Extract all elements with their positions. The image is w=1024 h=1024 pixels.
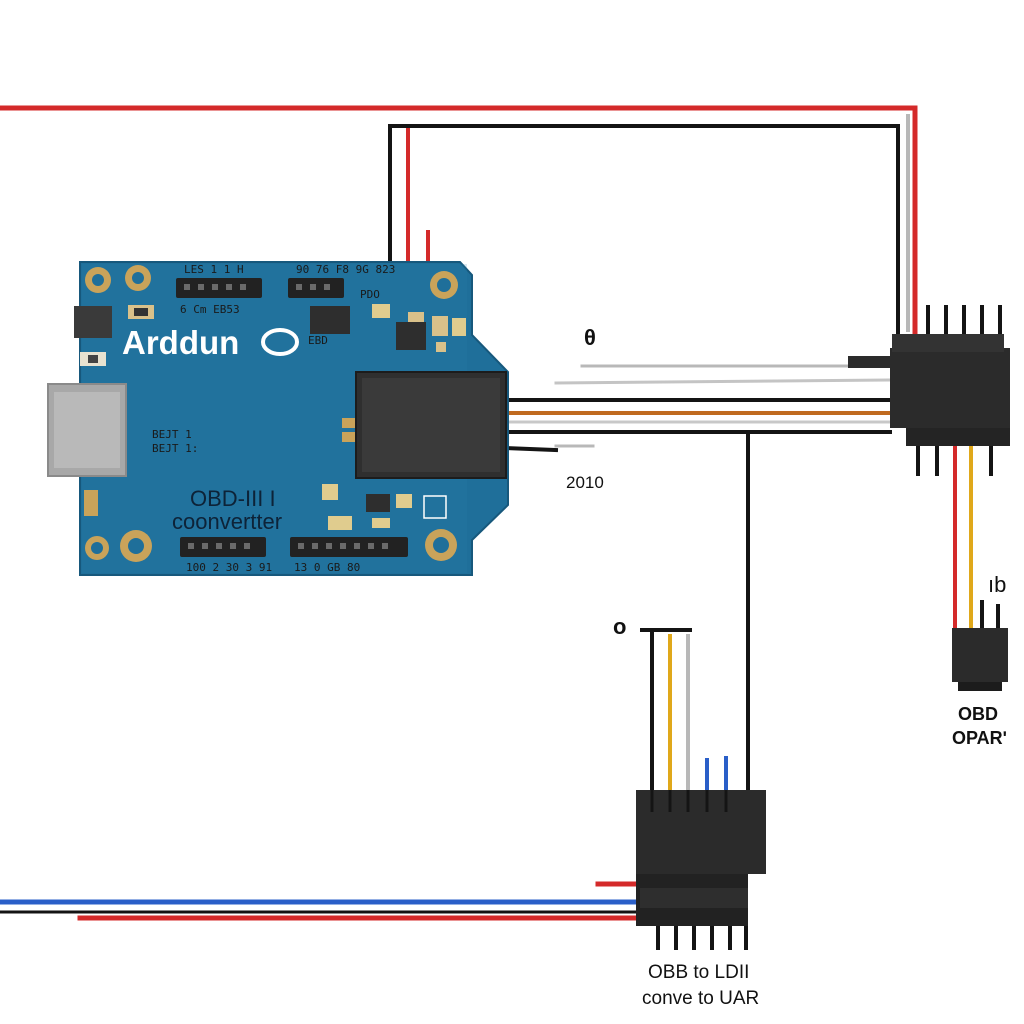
- right-symbol: ıb: [988, 572, 1006, 597]
- wire-black-loop: [388, 124, 900, 337]
- right-connector: [848, 305, 1010, 476]
- bottom-symbol: o: [613, 614, 626, 639]
- silk-ebd: EBD: [308, 334, 328, 347]
- silk-bottom-right: 13 0 GB 80: [294, 561, 360, 574]
- silk-pwr: PDO: [360, 288, 380, 301]
- wire-red-top: [0, 105, 918, 338]
- silk-top-mid: 6 Cm EB53: [180, 303, 240, 316]
- right-connector-label-line2: OPARʹ: [952, 728, 1007, 748]
- wire-black-c: [502, 445, 559, 453]
- top-symbol: θ: [584, 325, 596, 350]
- mounting-holes: [85, 265, 458, 562]
- board-brand: Arddun: [122, 324, 239, 361]
- bottom-connector: [636, 790, 766, 950]
- bottom-connector-top-pins: [650, 790, 728, 812]
- right-connector-upper: [892, 334, 1004, 352]
- board-title-line1: OBD-III I: [190, 486, 276, 511]
- usb-port-inner: [54, 392, 120, 468]
- right-connector-lower: [906, 428, 1010, 446]
- year-label: 2010: [566, 473, 604, 492]
- header-bottom-left: [180, 537, 266, 557]
- silk-side: BEJT 1: [152, 428, 192, 441]
- obd-plug: [952, 600, 1008, 691]
- board-title-line2: coonvertter: [172, 509, 282, 534]
- obd-plug-body: [952, 628, 1008, 682]
- wires: [0, 105, 973, 921]
- silk-top-left: LES 1 1 H: [184, 263, 244, 276]
- right-connector-bottom-pins: [916, 446, 993, 476]
- silk-top-right: 90 76 F8 9G 823: [296, 263, 395, 276]
- right-connector-body: [890, 348, 1010, 428]
- silk-side-2: BEJT 1:: [152, 442, 198, 455]
- brand-logo-mark: [261, 328, 299, 356]
- obd-plug-base: [958, 682, 1002, 691]
- right-connector-ledge: [848, 356, 896, 368]
- bottom-connector-label-line2: conve to UAR: [642, 988, 759, 1009]
- main-chip-face: [362, 378, 500, 472]
- right-connector-label-line1: OBD: [958, 704, 998, 724]
- bottom-connector-step: [640, 888, 748, 908]
- arduino-board: LES 1 1 H 6 Cm EB53 90 76 F8 9G 823 PDO …: [47, 261, 509, 576]
- bottom-connector-label-line1: OBB to LDII: [648, 962, 749, 983]
- header-top-left: [176, 278, 262, 298]
- header-pins: [184, 284, 388, 549]
- bottom-connector-pins: [656, 926, 748, 950]
- smd-components: [74, 304, 466, 530]
- header-bottom-right: [290, 537, 408, 557]
- silk-bottom-left: 100 2 30 3 91: [186, 561, 272, 574]
- wire-gray-b: [554, 378, 892, 385]
- wire-black-bottom: [640, 628, 692, 802]
- bottom-connector-body: [636, 790, 766, 874]
